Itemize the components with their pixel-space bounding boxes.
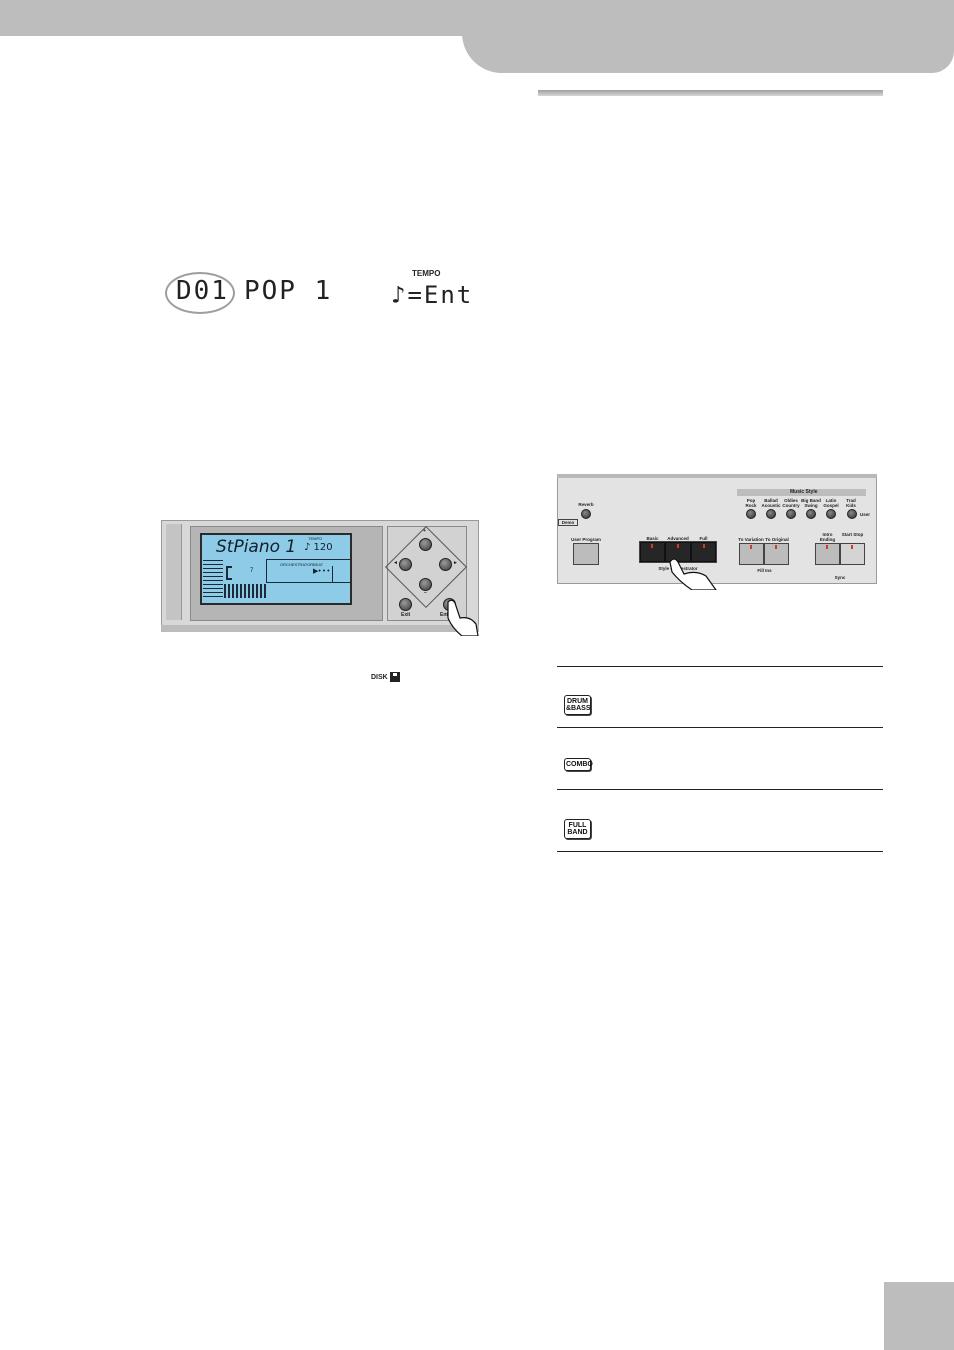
- style-button-pop-rock[interactable]: [746, 509, 756, 519]
- panel-edge: [161, 625, 479, 632]
- style-button-trad[interactable]: [847, 509, 857, 519]
- basic-led: [651, 544, 653, 548]
- display-beat-label: BEAT: [313, 562, 324, 567]
- table-rule: [557, 727, 883, 728]
- display-grid-line: [266, 582, 350, 583]
- table-rule-top: [557, 666, 883, 667]
- minus-label: –: [424, 590, 427, 596]
- display-orchestrator-label: ORCHESTRATOR: [280, 562, 314, 567]
- right-arrow-label: ►: [453, 560, 458, 566]
- full-band-badge: FULL BAND: [564, 819, 591, 839]
- lcd-style-name: POP 1: [244, 276, 333, 306]
- lcd-tempo-label: TEMPO: [412, 269, 441, 278]
- start-stop-button[interactable]: [840, 543, 865, 565]
- user-label: User: [859, 512, 870, 517]
- style-label-bigband: Big Band Swing: [801, 498, 821, 508]
- combo-line1: COMBO: [566, 761, 593, 768]
- to-variation-label: To Variation: [738, 537, 764, 542]
- left-arrow-label: ◄: [393, 560, 398, 566]
- user-program-label: User Program: [571, 537, 601, 542]
- to-original-led: [775, 545, 777, 549]
- floppy-disk-shutter: [393, 673, 397, 676]
- display-tempo-value: ♪ 120: [304, 542, 333, 553]
- drum-bass-badge: DRUM &BASS: [564, 695, 591, 715]
- combo-badge: COMBO: [564, 758, 593, 771]
- enter-label: Enter: [440, 612, 453, 618]
- display-grid-line: [266, 559, 267, 583]
- to-original-button[interactable]: [764, 543, 789, 565]
- sync-label: Sync: [834, 575, 846, 580]
- display-tempo-label: TEMPO: [308, 536, 323, 541]
- user-program-button[interactable]: [573, 543, 599, 565]
- pointing-hand-icon: [669, 558, 717, 590]
- intro-ending-button[interactable]: [815, 543, 840, 565]
- display-keyboard-icon: [224, 584, 266, 598]
- demo-label: Demo: [558, 519, 578, 526]
- to-variation-led: [750, 545, 752, 549]
- pointing-hand-icon: [447, 599, 479, 636]
- to-original-label: To Original: [765, 537, 789, 542]
- style-button-ballad[interactable]: [766, 509, 776, 519]
- intro-ending-led: [826, 545, 828, 549]
- page-number-tab: [884, 1282, 954, 1350]
- display-bracket-icon: [226, 566, 232, 580]
- display-beat-indicator: ▶• • •: [313, 568, 330, 575]
- style-label-oldies: Oldies Country: [782, 498, 800, 508]
- drum-bass-line1: DRUM: [567, 698, 588, 705]
- display-sound-name: StPiano 1: [216, 537, 297, 557]
- advanced-led: [677, 544, 679, 548]
- exit-label: Exit: [401, 612, 411, 618]
- style-label-ballad: Ballad Acoustic: [761, 498, 781, 508]
- down-button[interactable]: [419, 578, 432, 591]
- style-panel-edge: [557, 474, 877, 478]
- start-stop-led: [851, 545, 853, 549]
- up-button[interactable]: [419, 538, 432, 551]
- full-label: Full: [699, 536, 708, 541]
- plus-label: +: [423, 528, 426, 534]
- display-grid-line: [266, 559, 350, 560]
- fill-ins-label: Fill Ins: [757, 568, 772, 573]
- style-button-bigband[interactable]: [806, 509, 816, 519]
- advanced-label: Advanced: [667, 536, 689, 541]
- style-number-highlight: [165, 272, 235, 314]
- to-variation-button[interactable]: [739, 543, 764, 565]
- left-button[interactable]: [399, 558, 412, 571]
- style-label-trad: Trad Kids: [846, 498, 856, 508]
- full-button[interactable]: [691, 542, 716, 562]
- style-label-latin: Latin Gospel: [823, 498, 839, 508]
- full-band-line1: FULL: [568, 822, 587, 829]
- full-led: [703, 544, 705, 548]
- basic-button[interactable]: [640, 542, 665, 562]
- table-rule: [557, 789, 883, 790]
- style-button-oldies[interactable]: [786, 509, 796, 519]
- lcd-tempo-value: ♪=Ent: [391, 281, 474, 309]
- music-style-bar: [737, 489, 866, 496]
- intro-ending-label: Intro Ending: [819, 532, 836, 542]
- reverb-label: Reverb: [578, 502, 594, 507]
- display-grid-line: [332, 566, 333, 582]
- exit-button[interactable]: [399, 598, 412, 611]
- floppy-disk-icon: [390, 672, 400, 682]
- style-button-latin[interactable]: [826, 509, 836, 519]
- start-stop-label: Start Stop: [841, 532, 864, 537]
- display-staff-icon: [203, 560, 223, 600]
- table-rule-bottom: [557, 851, 883, 852]
- reverb-button[interactable]: [581, 509, 591, 519]
- display-value: 7: [250, 568, 254, 574]
- full-band-line2: BAND: [567, 829, 588, 836]
- style-label-pop-rock: Pop Rock: [745, 498, 757, 508]
- music-style-label: Music Style: [790, 489, 818, 495]
- right-button[interactable]: [439, 558, 452, 571]
- header-tab: [462, 0, 954, 73]
- drum-bass-line2: &BASS: [566, 705, 591, 712]
- lcd-style-number: D01: [176, 276, 229, 306]
- panel-side-slot: [166, 524, 182, 620]
- section-rule: [538, 90, 883, 96]
- disk-label: DISK: [371, 674, 388, 681]
- basic-label: Basic: [646, 536, 659, 541]
